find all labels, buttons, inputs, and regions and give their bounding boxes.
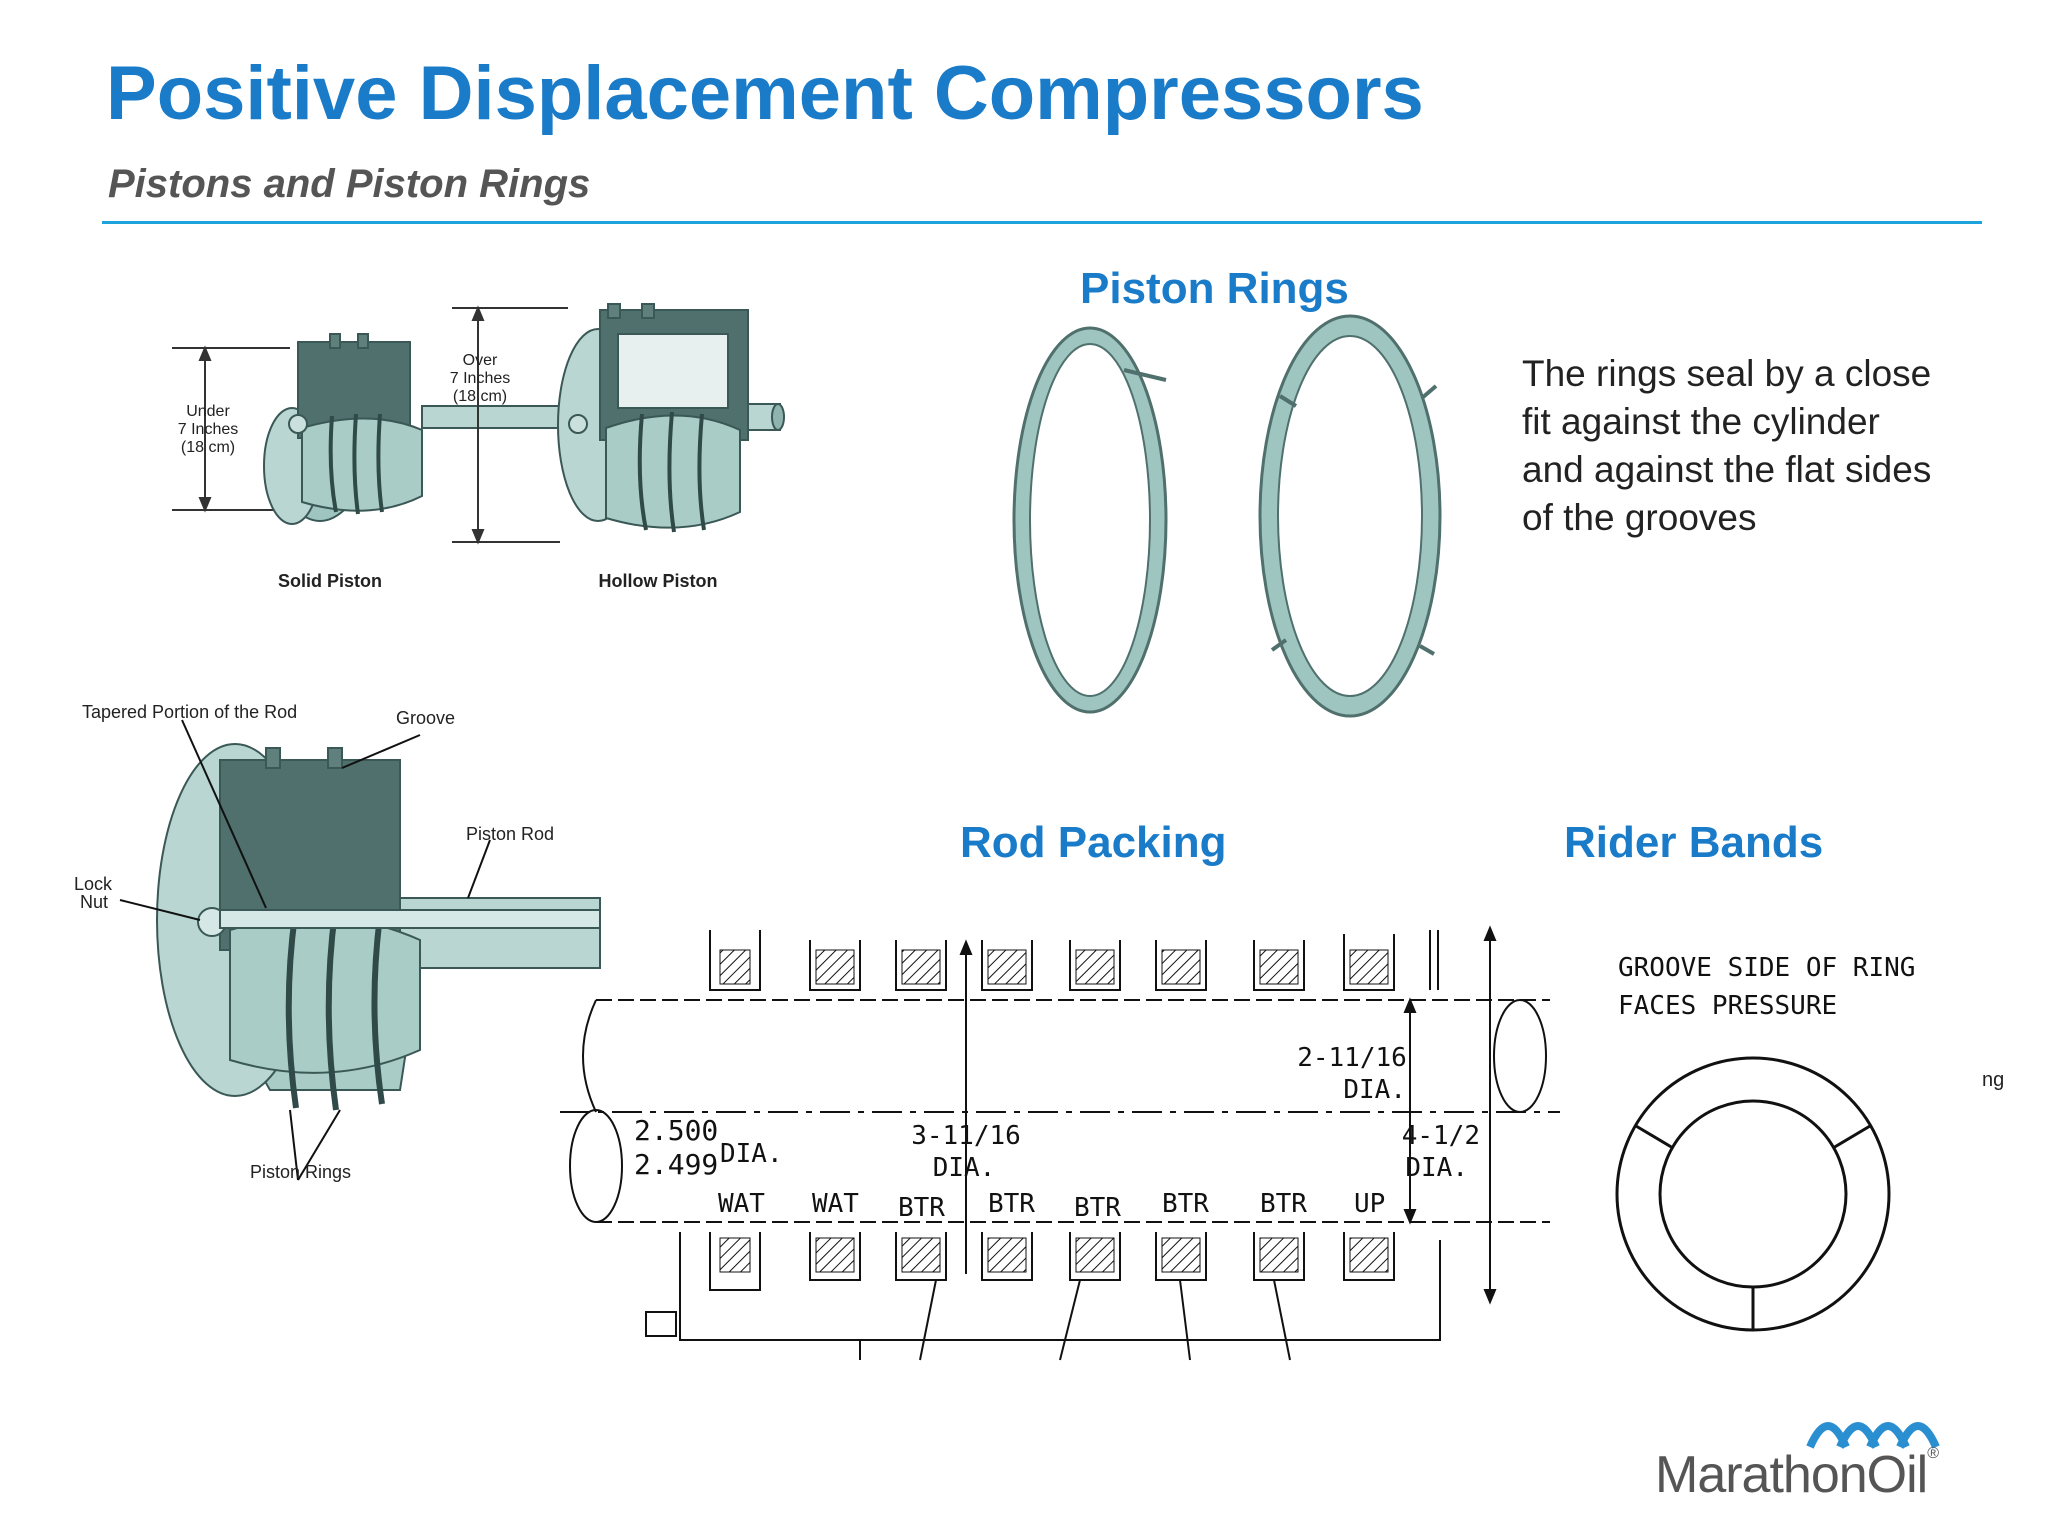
piston-rings-heading: Piston Rings xyxy=(1080,264,1349,313)
detail-leader-lines xyxy=(119,719,491,1181)
piston-rings-figure xyxy=(1012,314,1442,718)
piston-rings-callout: Piston Rings xyxy=(250,1162,351,1182)
rod-packing-heading: Rod Packing xyxy=(960,818,1227,867)
dim-right-dia: DIA. xyxy=(1405,1153,1468,1183)
solid-hollow-piston-figure: Under 7 Inches (18 cm) Over 7 Inches (18… xyxy=(172,303,785,591)
rider-band-ring xyxy=(1615,1056,1891,1332)
piston-rings-description: The rings seal by a close fit against th… xyxy=(1522,353,1932,538)
ring-label-6: BTR xyxy=(1162,1189,1209,1219)
dim-top-right-dia: DIA. xyxy=(1343,1075,1406,1105)
over-label-2: 7 Inches xyxy=(450,370,510,387)
piston-detail-figure: Tapered Portion of the Rod Groove Piston… xyxy=(74,702,601,1182)
solid-piston-label: Solid Piston xyxy=(278,571,382,591)
ring-label-3: BTR xyxy=(898,1193,945,1223)
ring-label-2: WAT xyxy=(812,1189,859,1219)
ring-label-5: BTR xyxy=(1074,1193,1121,1223)
dim-right: 4-1/2 xyxy=(1402,1121,1480,1151)
rider-note-2: FACES PRESSURE xyxy=(1618,991,1837,1021)
piston-detail-drawing xyxy=(156,743,601,1111)
slide-subtitle: Pistons and Piston Rings xyxy=(108,162,591,206)
under-label-2: 7 Inches xyxy=(178,421,238,438)
dim-mid: 3-11/16 xyxy=(911,1121,1021,1151)
title-divider xyxy=(102,221,1982,224)
slide-title: Positive Displacement Compressors xyxy=(106,51,1424,136)
ring-label-1: WAT xyxy=(718,1189,765,1219)
nut-label: Nut xyxy=(80,892,108,912)
groove-label: Groove xyxy=(396,708,455,728)
solid-piston-drawing xyxy=(263,333,606,525)
cropped-text: ng xyxy=(1982,1069,2004,1091)
lock-label: Lock xyxy=(74,874,113,894)
piston-ring-single xyxy=(1012,326,1168,714)
ring-label-4: BTR xyxy=(988,1189,1035,1219)
under-label-3: (18 cm) xyxy=(181,439,235,456)
rod-packing-drawing: 2.500 2.499 DIA. 3-11/16 DIA. 2-11/16 DI… xyxy=(560,925,1560,1361)
tapered-rod-label: Tapered Portion of the Rod xyxy=(82,702,297,722)
rider-note-1: GROOVE SIDE OF RING xyxy=(1618,953,1915,983)
hollow-piston-label: Hollow Piston xyxy=(599,571,718,591)
over-label-1: Over xyxy=(463,352,498,369)
piston-rod-label: Piston Rod xyxy=(466,824,554,844)
rider-band-drawing: GROOVE SIDE OF RING FACES PRESSURE ng xyxy=(1615,953,2004,1332)
hollow-piston-drawing xyxy=(557,303,785,533)
logo-name: MarathonOil xyxy=(1655,1446,1928,1504)
ring-label-7: BTR xyxy=(1260,1189,1307,1219)
under-label-1: Under xyxy=(186,403,230,420)
over-label-3: (18 cm) xyxy=(453,388,507,405)
marathon-oil-logo-mark xyxy=(1806,1422,1940,1449)
rider-bands-heading: Rider Bands xyxy=(1564,818,1824,867)
logo-registered: ® xyxy=(1927,1445,1939,1462)
marathon-oil-logo: MarathonOil® xyxy=(1655,1445,1939,1505)
piston-ring-segmented xyxy=(1258,314,1442,718)
dim-mid-dia: DIA. xyxy=(933,1153,996,1183)
over-dimension xyxy=(452,305,568,545)
dim-top-right: 2-11/16 xyxy=(1297,1043,1407,1073)
ring-label-8: UP xyxy=(1354,1189,1385,1219)
dim-left-2: 2.499 xyxy=(634,1148,718,1181)
under-dimension xyxy=(172,345,290,513)
dim-left-dia: DIA. xyxy=(720,1139,783,1169)
dim-left-1: 2.500 xyxy=(634,1114,718,1147)
